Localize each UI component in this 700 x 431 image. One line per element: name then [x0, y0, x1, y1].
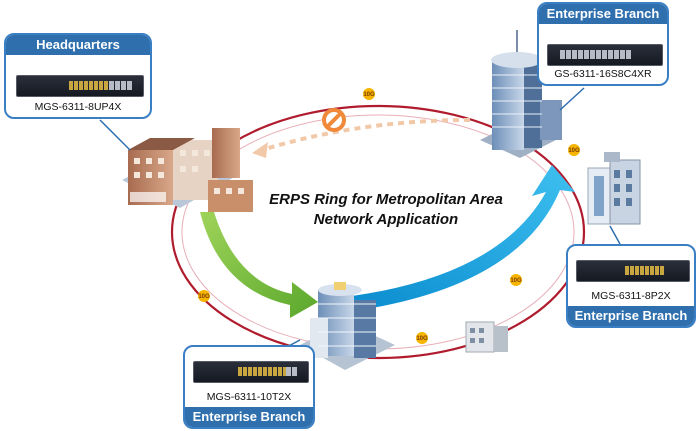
- link-badge-10g: 10G: [568, 144, 580, 156]
- branch-building-icon: [300, 282, 395, 370]
- switch-icon: [547, 44, 663, 66]
- branch-card-top-right: Enterprise Branch GS-6311-16S8C4XR: [537, 2, 669, 86]
- blocked-path-arrow: [252, 118, 471, 158]
- headquarters-card: Headquarters MGS-6311-8UP4X: [4, 33, 152, 119]
- diagram-title-line1: ERPS Ring for Metropolitan Area: [269, 191, 503, 208]
- switch-icon: [193, 361, 309, 383]
- branch-model: MGS-6311-8P2X: [591, 290, 671, 302]
- blue-traffic-arrow: [352, 165, 575, 310]
- branch-header: Enterprise Branch: [539, 4, 667, 24]
- branch-model: GS-6311-16S8C4XR: [554, 68, 652, 80]
- diagram-title-line2: Network Application: [313, 211, 459, 228]
- branch-header: Enterprise Branch: [185, 407, 313, 427]
- switch-icon: [576, 260, 690, 282]
- link-badge-10g: 10G: [416, 332, 428, 344]
- link-badge-10g: 10G: [510, 274, 522, 286]
- svg-text:10G: 10G: [510, 278, 522, 284]
- diagram-title: ERPS Ring for Metropolitan Area Network …: [248, 190, 524, 230]
- branch-card-bottom-left: MGS-6311-10T2X Enterprise Branch: [183, 345, 315, 429]
- branch-model: MGS-6311-10T2X: [206, 391, 292, 403]
- branch-card-right: MGS-6311-8P2X Enterprise Branch: [566, 244, 696, 328]
- link-badge-10g: 10G: [363, 88, 375, 100]
- green-traffic-arrow: [200, 212, 318, 318]
- headquarters-header: Headquarters: [6, 35, 150, 55]
- blocked-port-icon: [322, 108, 346, 132]
- svg-text:10G: 10G: [198, 294, 210, 300]
- headquarters-building-icon: [122, 128, 253, 212]
- tower-building-icon: [480, 30, 562, 158]
- svg-text:10G: 10G: [416, 336, 428, 342]
- small-building-icon: [465, 321, 508, 353]
- svg-text:10G: 10G: [568, 148, 580, 154]
- link-badge-10g: 10G: [198, 290, 210, 302]
- svg-text:10G: 10G: [363, 92, 375, 98]
- office-building-icon: [587, 152, 641, 225]
- switch-icon: [16, 75, 144, 97]
- headquarters-model: MGS-6311-8UP4X: [34, 101, 122, 113]
- link-badges: 10G 10G 10G 10G 10G: [198, 88, 580, 344]
- branch-header: Enterprise Branch: [568, 306, 694, 326]
